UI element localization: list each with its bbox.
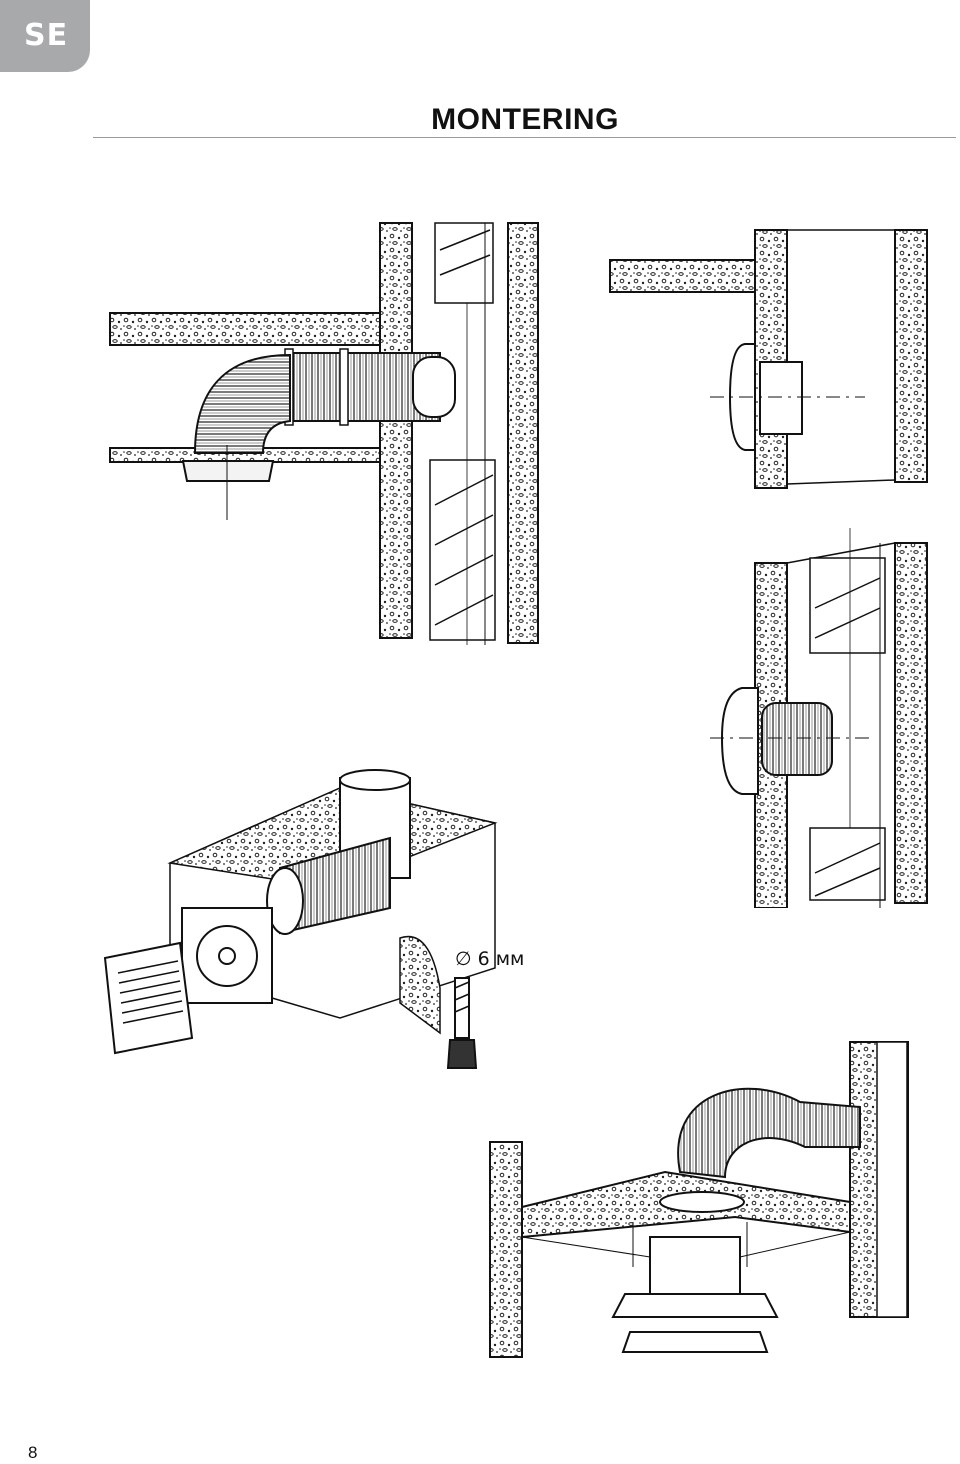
duct-connector (412, 356, 456, 418)
fan-housing (759, 361, 803, 435)
exploded-installation-illustration: ∅ 6 мм (103, 769, 524, 1069)
wall-mount-fan-illustration (609, 229, 928, 489)
ceiling-duct-installation-illustration (109, 222, 539, 645)
drill-diameter-label: ∅ 6 мм (455, 948, 524, 970)
language-tab: SE (0, 0, 90, 72)
shaft-wall (894, 229, 928, 483)
fan-base-plate (611, 1293, 779, 1318)
ceiling-fan-exploded-illustration (489, 1041, 909, 1358)
duct-elbow (193, 353, 291, 454)
upper-slab (609, 259, 761, 293)
screw-head (446, 1039, 478, 1069)
title-divider (93, 137, 956, 138)
wall-mount-shaft-illustration (710, 528, 928, 908)
page-title: MONTERING (431, 103, 619, 136)
right-wall-section (894, 542, 928, 904)
fan-housing (649, 1236, 741, 1296)
duct-clamp (339, 348, 349, 426)
wall-plug-screw (454, 977, 470, 1039)
fan-front-cover (720, 687, 759, 795)
left-wall-section (489, 1141, 523, 1358)
wall-cutaway (399, 935, 441, 1035)
right-shaft-wall (507, 222, 539, 644)
language-tab-label: SE (24, 18, 69, 53)
upper-duct-section (809, 557, 886, 654)
page-number: 8 (28, 1443, 38, 1462)
fan-housing (761, 702, 833, 776)
lower-duct-section (809, 827, 886, 901)
left-shaft-wall (379, 222, 413, 639)
wall-section (754, 229, 788, 489)
ceiling-grille-cover (621, 1331, 769, 1353)
upper-slab (109, 312, 386, 346)
upper-duct-section (434, 222, 494, 304)
ceiling-fan-grille (181, 460, 275, 482)
flexible-duct (677, 1087, 861, 1179)
vertical-duct (876, 1041, 908, 1318)
